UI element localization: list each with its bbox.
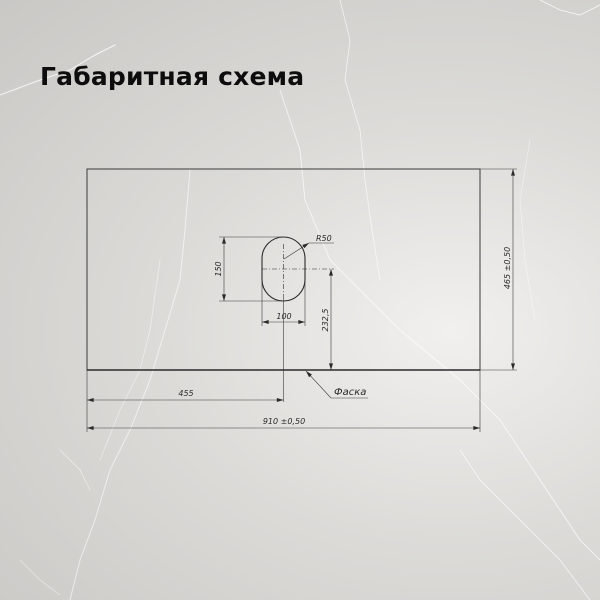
dim-232-label: 232,5 (321, 309, 330, 332)
dim-150-label: 150 (214, 261, 223, 276)
dimension-depth: 465 ±0,50 (480, 168, 517, 371)
dimension-hole-offset-x: 455 (86, 295, 284, 432)
dimension-width: 910 ±0,50 (86, 370, 481, 432)
dim-465-label: 465 ±0,50 (503, 247, 512, 289)
dimension-hole-height: 150 (214, 236, 283, 302)
page-title: Габаритная схема (40, 62, 305, 91)
chamfer-callout: Фаска (305, 370, 368, 399)
dimension-hole-offset-y: 232,5 (321, 268, 333, 371)
dim-100-label: 100 (276, 312, 291, 321)
radius-callout: R50 (283, 234, 334, 260)
dim-r50-label: R50 (316, 234, 332, 243)
sink-hole-cutout (261, 236, 334, 302)
dim-455-label: 455 (178, 389, 193, 398)
chamfer-label: Фаска (334, 387, 366, 398)
dim-910-label: 910 ±0,50 (263, 417, 305, 426)
